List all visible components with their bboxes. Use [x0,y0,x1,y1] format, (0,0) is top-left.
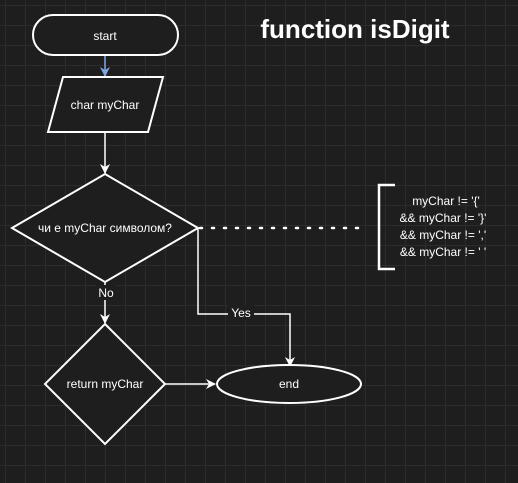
start-terminator[interactable] [32,14,179,56]
annotation-line-1: myChar != '{' [412,194,480,208]
edge-label-no: No [98,286,114,300]
yes-label-bg [228,305,254,320]
decision-diamond[interactable] [10,172,200,284]
return-diamond[interactable] [43,322,167,446]
input-label: char myChar [71,98,140,112]
end-terminator[interactable] [216,364,362,404]
start-label: start [93,29,117,43]
annotation-bracket [377,183,395,271]
edge-decision-yes[interactable] [197,228,295,367]
diagram-title: function isDigit [260,14,450,44]
end-label: end [279,377,299,391]
input-parallelogram[interactable] [46,76,165,133]
no-label-bg [96,285,116,300]
decision-label: чи е myChar символом? [38,221,172,235]
annotation-line-4: && myChar != ' ' [400,245,486,259]
annotation-line-3: && myChar != ',' [400,228,486,242]
return-label: return myChar [67,377,144,391]
edge-label-yes: Yes [231,306,251,320]
annotation-line-2: && myChar != '}' [400,211,487,225]
